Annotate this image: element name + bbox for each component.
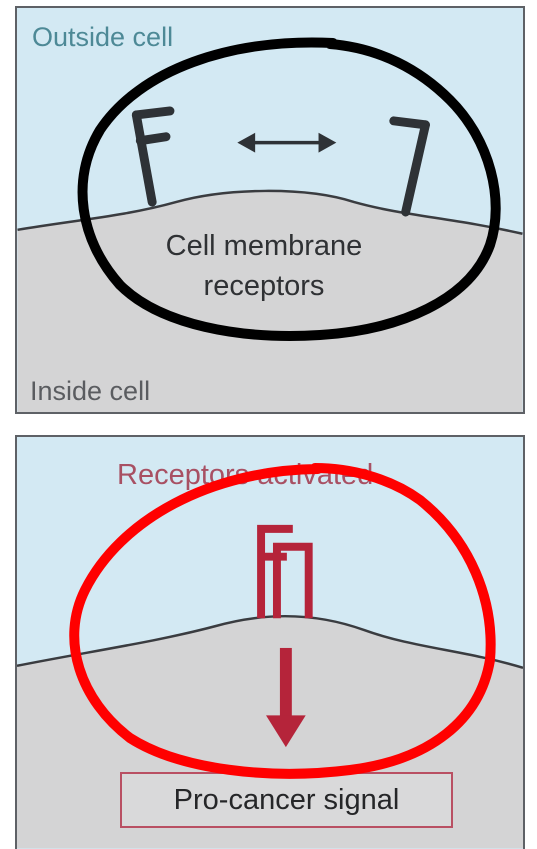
activated-receptor-icon: [261, 529, 309, 618]
membrane-receptors-label: Cell membrane receptors: [124, 226, 404, 306]
outside-cell-label: Outside cell: [32, 22, 173, 53]
double-arrow-icon: [237, 133, 336, 153]
membrane-label-line2: receptors: [124, 266, 404, 306]
membrane-label-line1: Cell membrane: [124, 226, 404, 266]
receptor-left-icon: [136, 111, 170, 202]
pro-cancer-signal-box: Pro-cancer signal: [120, 772, 453, 828]
receptors-idle-panel: Outside cell Cell membrane receptors Ins…: [15, 6, 525, 414]
receptors-activated-panel: Receptors activated Pro-cancer signal: [15, 435, 525, 849]
pro-cancer-signal-label: Pro-cancer signal: [174, 784, 400, 817]
receptors-activated-title: Receptors activated: [117, 459, 373, 492]
inside-cell-label: Inside cell: [30, 376, 150, 407]
receptor-right-icon: [394, 121, 426, 212]
cell-background: [17, 8, 523, 412]
